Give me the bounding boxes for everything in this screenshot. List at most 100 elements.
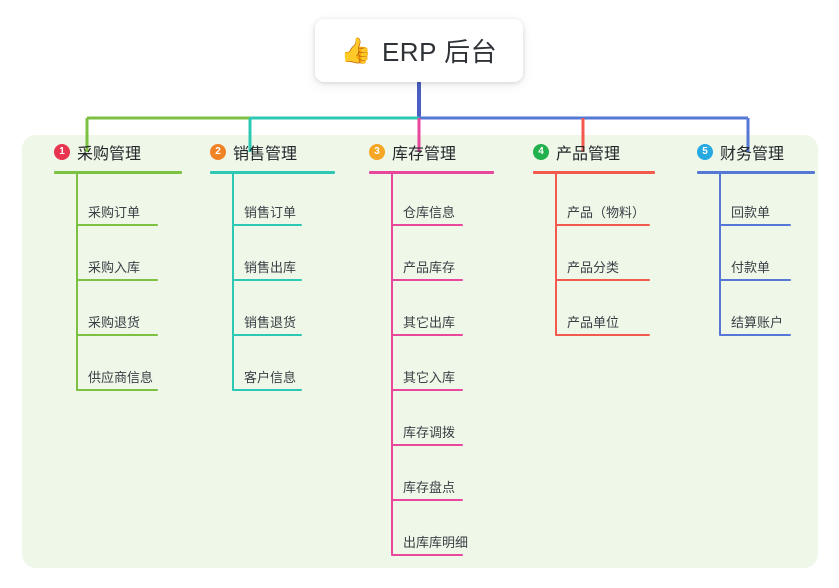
branch-item-underline [391, 224, 463, 226]
branch-item-underline [232, 334, 302, 336]
branch-number-badge: 2 [210, 144, 226, 160]
branch-item-label: 付款单 [731, 260, 771, 275]
branch-item[interactable]: 库存盘点 [353, 449, 508, 504]
branch-title: 销售管理 [233, 146, 298, 163]
branch-item[interactable]: 其它入库 [353, 339, 508, 394]
branch-underline [210, 171, 335, 174]
branch-item-underline [391, 389, 463, 391]
root-node-erp-backend[interactable]: 👍 ERP 后台 [315, 19, 523, 82]
branch-item[interactable]: 采购入库 [38, 229, 188, 284]
branch-item-underline [719, 224, 791, 226]
branch-item-underline [719, 279, 791, 281]
branch-item-label: 回款单 [731, 205, 771, 220]
branch-spine [76, 174, 78, 390]
branch-item-label: 产品分类 [567, 260, 620, 275]
branch-item-label: 其它入库 [403, 370, 456, 385]
branch-item-underline [391, 499, 463, 501]
branch-column: 1 采购管理采购订单采购入库采购退货供应商信息 [38, 135, 188, 394]
branch-item[interactable]: 产品单位 [517, 284, 672, 339]
branch-spine [555, 174, 557, 335]
branch-item-underline [719, 334, 791, 336]
branch-item-label: 采购退货 [88, 315, 141, 330]
branch-item-underline [555, 279, 650, 281]
branch-item[interactable]: 采购退货 [38, 284, 188, 339]
branch-columns: 1 采购管理采购订单采购入库采购退货供应商信息 2 销售管理销售订单销售出库销售退货客… [22, 135, 818, 568]
branch-item-underline [76, 224, 158, 226]
branch-number-badge: 4 [533, 144, 549, 160]
branch-item[interactable]: 其它出库 [353, 284, 508, 339]
branch-item[interactable]: 产品（物料） [517, 174, 672, 229]
branch-item[interactable]: 结算账户 [681, 284, 831, 339]
branch-underline [54, 171, 182, 174]
branch-item[interactable]: 销售订单 [194, 174, 344, 229]
branch-header[interactable]: 5 财务管理 [681, 135, 831, 169]
branch-item-label: 库存调拨 [403, 425, 456, 440]
branch-item-label: 销售退货 [244, 315, 297, 330]
branch-item-label: 销售出库 [244, 260, 297, 275]
branch-item-label: 出库库明细 [403, 535, 469, 550]
branch-column: 2 销售管理销售订单销售出库销售退货客户信息 [194, 135, 344, 394]
branch-number-badge: 1 [54, 144, 70, 160]
branch-spine [391, 174, 393, 555]
branch-item-underline [232, 224, 302, 226]
branch-item-underline [555, 224, 650, 226]
branch-item-label: 产品库存 [403, 260, 456, 275]
branch-item-underline [76, 334, 158, 336]
branch-item-underline [232, 279, 302, 281]
branch-header[interactable]: 1 采购管理 [38, 135, 188, 169]
branch-item-underline [391, 554, 463, 556]
branch-item-list: 产品（物料） 产品分类产品单位 [517, 174, 672, 339]
branch-item-list: 采购订单采购入库采购退货供应商信息 [38, 174, 188, 394]
branch-item-underline [76, 279, 158, 281]
branch-item[interactable]: 产品库存 [353, 229, 508, 284]
branch-item-label: 采购入库 [88, 260, 141, 275]
branch-item-label: 销售订单 [244, 205, 297, 220]
branch-item[interactable]: 销售出库 [194, 229, 344, 284]
branch-column: 5 财务管理回款单付款单结算账户 [681, 135, 831, 339]
branch-item[interactable]: 采购订单 [38, 174, 188, 229]
branch-item[interactable]: 出库库明细 [353, 504, 508, 559]
branch-item-label: 供应商信息 [88, 370, 154, 385]
branch-underline [369, 171, 494, 174]
branch-item-list: 销售订单销售出库销售退货客户信息 [194, 174, 344, 394]
branch-title: 财务管理 [720, 146, 785, 163]
branch-item-label: 结算账户 [731, 315, 784, 330]
branch-item-label: 其它出库 [403, 315, 456, 330]
branch-item[interactable]: 库存调拨 [353, 394, 508, 449]
branch-number-badge: 5 [697, 144, 713, 160]
branch-underline [533, 171, 655, 174]
branch-item-underline [555, 334, 650, 336]
branch-item-underline [391, 279, 463, 281]
branch-item-label: 客户信息 [244, 370, 297, 385]
branch-item-label: 仓库信息 [403, 205, 456, 220]
branch-item[interactable]: 仓库信息 [353, 174, 508, 229]
thumbs-up-icon: 👍 [340, 37, 372, 65]
branch-item-list: 仓库信息产品库存其它出库其它入库库存调拨库存盘点出库库明细 [353, 174, 508, 559]
branch-header[interactable]: 2 销售管理 [194, 135, 344, 169]
branch-item-underline [76, 389, 158, 391]
branch-item[interactable]: 付款单 [681, 229, 831, 284]
branch-item-underline [391, 444, 463, 446]
branch-item-underline [232, 389, 302, 391]
branch-spine [719, 174, 721, 335]
branch-item[interactable]: 回款单 [681, 174, 831, 229]
branch-item-label: 库存盘点 [403, 480, 456, 495]
branch-item[interactable]: 客户信息 [194, 339, 344, 394]
branch-underline [697, 171, 815, 174]
branch-item[interactable]: 产品分类 [517, 229, 672, 284]
branch-number-badge: 3 [369, 144, 385, 160]
branch-item[interactable]: 销售退货 [194, 284, 344, 339]
diagram-panel-background [22, 135, 818, 568]
branch-item-label: 产品单位 [567, 315, 620, 330]
root-node-title: ERP 后台 [381, 37, 498, 67]
branch-spine [232, 174, 234, 390]
branch-item-underline [391, 334, 463, 336]
branch-item[interactable]: 供应商信息 [38, 339, 188, 394]
branch-item-list: 回款单付款单结算账户 [681, 174, 831, 339]
branch-title: 采购管理 [77, 146, 142, 163]
